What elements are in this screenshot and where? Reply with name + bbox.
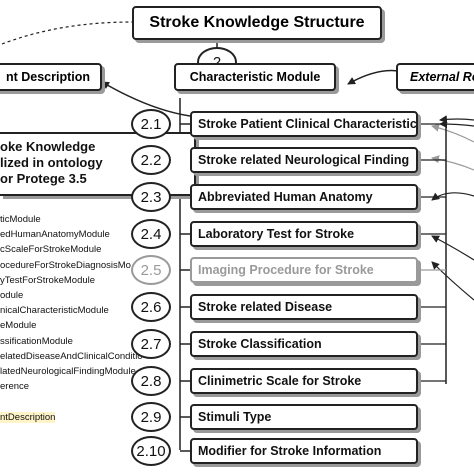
tree-item[interactable]: ntDescription: [0, 411, 56, 423]
module-box: Stroke Classification: [190, 331, 418, 357]
module-number: 2.2: [131, 145, 171, 175]
module-box: Laboratory Test for Stroke: [190, 221, 418, 247]
tree-item[interactable]: erence: [0, 381, 30, 393]
module-box: Modifier for Stroke Information: [190, 438, 418, 464]
tree-item[interactable]: edHumanAnatomyModule: [0, 229, 110, 241]
description-arrow: [101, 81, 191, 117]
tree-item[interactable]: eModule: [0, 320, 37, 332]
module-box: Abbreviated Human Anatomy: [190, 184, 418, 210]
external-arrows-right: [431, 115, 474, 301]
tree-item[interactable]: ticModule: [0, 214, 41, 225]
module-number: 2.9: [131, 402, 171, 432]
module-number: 2.10: [131, 436, 171, 466]
external-resource-header: External Re: [396, 63, 474, 91]
module-number: 2.5: [131, 255, 171, 285]
module-box: Stroke related Disease: [190, 294, 418, 320]
tree-item[interactable]: yTestForStrokeModule: [0, 274, 96, 286]
description-header: nt Description: [0, 63, 102, 91]
module-number: 2.3: [131, 182, 171, 212]
module-number: 2.6: [131, 292, 171, 322]
tree-item[interactable]: ssificationModule: [0, 335, 73, 347]
module-box: Stroke related Neurological Finding: [190, 147, 418, 173]
dashed-arc: [1, 21, 133, 45]
tree-item[interactable]: nicalCharacteristicModule: [0, 305, 109, 317]
module-number: 2.1: [131, 109, 171, 139]
tree-item[interactable]: odule: [0, 290, 24, 301]
tree-item[interactable]: ocedureForStrokeDiagnosisMo: [0, 259, 131, 271]
characteristic-module-header: Characteristic Module: [174, 63, 336, 91]
module-box: Clinimetric Scale for Stroke: [190, 368, 418, 394]
tree-item[interactable]: cScaleForStrokeModule: [0, 244, 102, 256]
module-number: 2.7: [131, 329, 171, 359]
module-branches: [180, 123, 190, 452]
module-box: Stimuli Type: [190, 404, 418, 430]
ontology-class-tree: ticModule edHumanAnatomyModule cScaleForSt…: [0, 212, 176, 470]
diagram-title: Stroke Knowledge Structure: [132, 6, 382, 40]
right-bracket-ticks: [418, 123, 446, 382]
module-box: Stroke Patient Clinical Characteristic: [190, 111, 418, 137]
tree-item[interactable]: latedNeurologicalFindingModule: [0, 366, 136, 377]
tree-item[interactable]: elatedDiseaseAndClinicalConditio: [0, 350, 143, 362]
module-box: Imaging Procedure for Stroke: [190, 257, 418, 283]
module-number: 2.8: [131, 366, 171, 396]
module-number: 2.4: [131, 219, 171, 249]
